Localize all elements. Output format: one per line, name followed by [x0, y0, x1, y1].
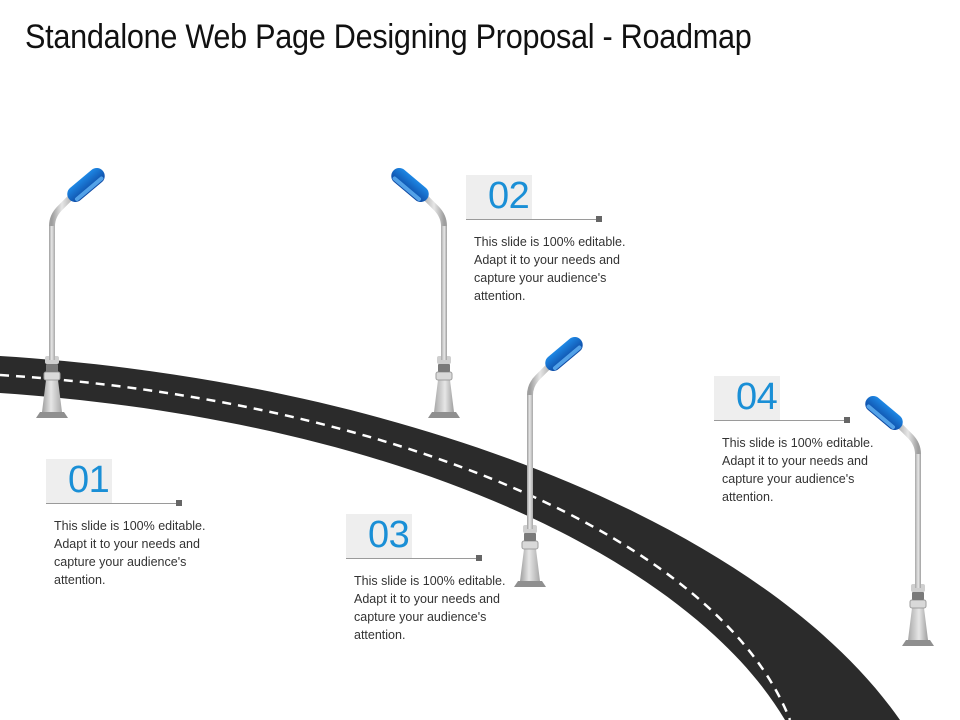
street-lamp-4 [862, 393, 934, 646]
street-lamp-3 [514, 334, 586, 587]
road-center-line [0, 373, 792, 720]
step-description: This slide is 100% editable. Adapt it to… [474, 235, 626, 303]
step-divider-marker [844, 417, 850, 423]
step-description: This slide is 100% editable. Adapt it to… [722, 436, 874, 504]
step-number: 04 [736, 376, 778, 418]
step-description: This slide is 100% editable. Adapt it to… [354, 574, 506, 642]
step-number: 02 [488, 175, 530, 217]
step-number-box [46, 459, 112, 503]
step-divider [46, 503, 178, 504]
slide-title: Standalone Web Page Designing Proposal -… [25, 18, 752, 56]
step-description: This slide is 100% editable. Adapt it to… [54, 519, 206, 587]
step-divider [346, 558, 478, 559]
step-divider-marker [176, 500, 182, 506]
step-divider [466, 219, 598, 220]
step-number-box [346, 514, 412, 558]
step-number-box [714, 376, 780, 420]
step-divider-marker [476, 555, 482, 561]
step-divider [714, 420, 846, 421]
step-number: 01 [68, 459, 110, 501]
street-lamp-2 [388, 165, 460, 418]
step-divider-marker [596, 216, 602, 222]
step-number-box [466, 175, 532, 219]
step-number: 03 [368, 514, 410, 556]
road [0, 356, 900, 720]
